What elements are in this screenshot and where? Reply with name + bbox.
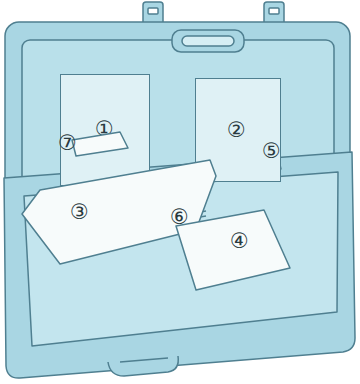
callout-number: ③ — [70, 201, 89, 223]
latch-hole — [269, 8, 279, 14]
callout-number: ④ — [230, 230, 249, 252]
handle-slot — [182, 36, 234, 46]
callout-number: ⑥ — [170, 206, 189, 228]
callout-number: ⑤ — [262, 140, 281, 162]
card: ① — [60, 74, 150, 186]
latch-hole — [148, 8, 158, 14]
front-handle — [108, 356, 178, 376]
box-shape — [176, 210, 290, 290]
handle-grip — [120, 358, 168, 362]
lid-handle — [172, 30, 244, 52]
callout-number: ② — [227, 119, 246, 141]
case-base — [4, 152, 355, 378]
slide-shape — [72, 132, 128, 156]
callout-number: ⑦ — [58, 132, 77, 154]
slide: ⑦ — [58, 128, 134, 160]
box: ④ — [174, 206, 292, 292]
